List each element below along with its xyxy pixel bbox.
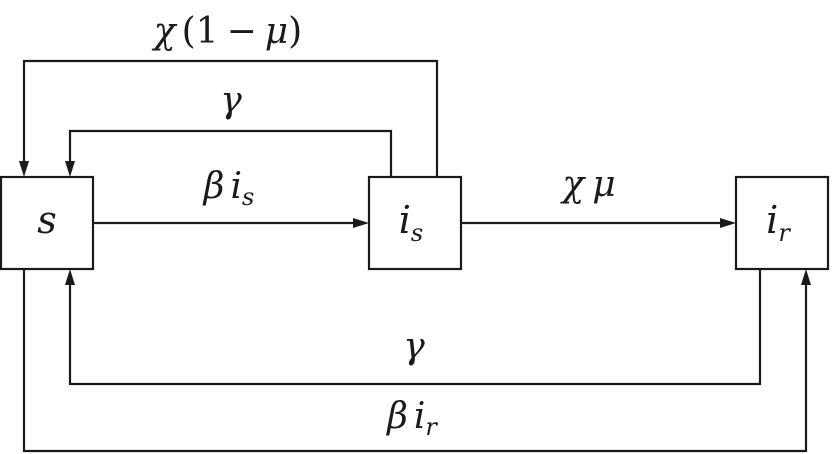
label-one: 1 (196, 11, 219, 52)
node-ir: ir (734, 175, 830, 271)
edge-chi-mu (461, 218, 736, 228)
label-i: i (230, 166, 242, 207)
node-is: is (367, 175, 463, 271)
arrowhead (353, 218, 369, 228)
label-mu: μ (592, 164, 615, 205)
label-chi-one-minus-mu: χ(1−μ) (151, 11, 302, 52)
node-is-label: i (399, 198, 411, 242)
label-chi: χ (151, 11, 178, 52)
label-i: i (414, 396, 426, 437)
label-close-paren: ) (288, 11, 302, 52)
label-gamma-top: γ (220, 80, 242, 121)
node-s-label: s (37, 198, 57, 242)
label-gamma-bottom: γ (403, 326, 425, 367)
edge-chi-one-minus-mu (19, 59, 439, 177)
label-open-paren: ( (182, 11, 196, 52)
node-s: s (0, 175, 95, 271)
edge-beta-is (93, 218, 369, 228)
label-sub-s: s (242, 183, 254, 211)
label-chi: χ (559, 164, 586, 205)
arrowhead (19, 161, 29, 177)
node-ir-subscript: r (778, 219, 791, 247)
label-beta: β (385, 396, 408, 437)
arrowhead (720, 218, 736, 228)
edge-beta-ir (22, 269, 811, 453)
node-is-subscript: s (411, 219, 423, 247)
arrowhead (801, 269, 811, 285)
arrowhead (65, 161, 75, 177)
edge-gamma-top (65, 129, 393, 177)
node-s-box (0, 175, 95, 271)
label-beta: β (202, 166, 225, 207)
label-minus: − (227, 11, 257, 52)
label-sub-r: r (425, 413, 438, 441)
node-ir-box (734, 175, 830, 271)
label-mu: μ (265, 11, 288, 52)
node-is-box (367, 175, 463, 271)
svg-text:ir: ir (766, 198, 791, 247)
node-ir-label: i (766, 198, 778, 242)
svg-text:is: is (399, 198, 423, 247)
arrowhead (65, 269, 75, 285)
edge-gamma-bottom (65, 269, 762, 386)
